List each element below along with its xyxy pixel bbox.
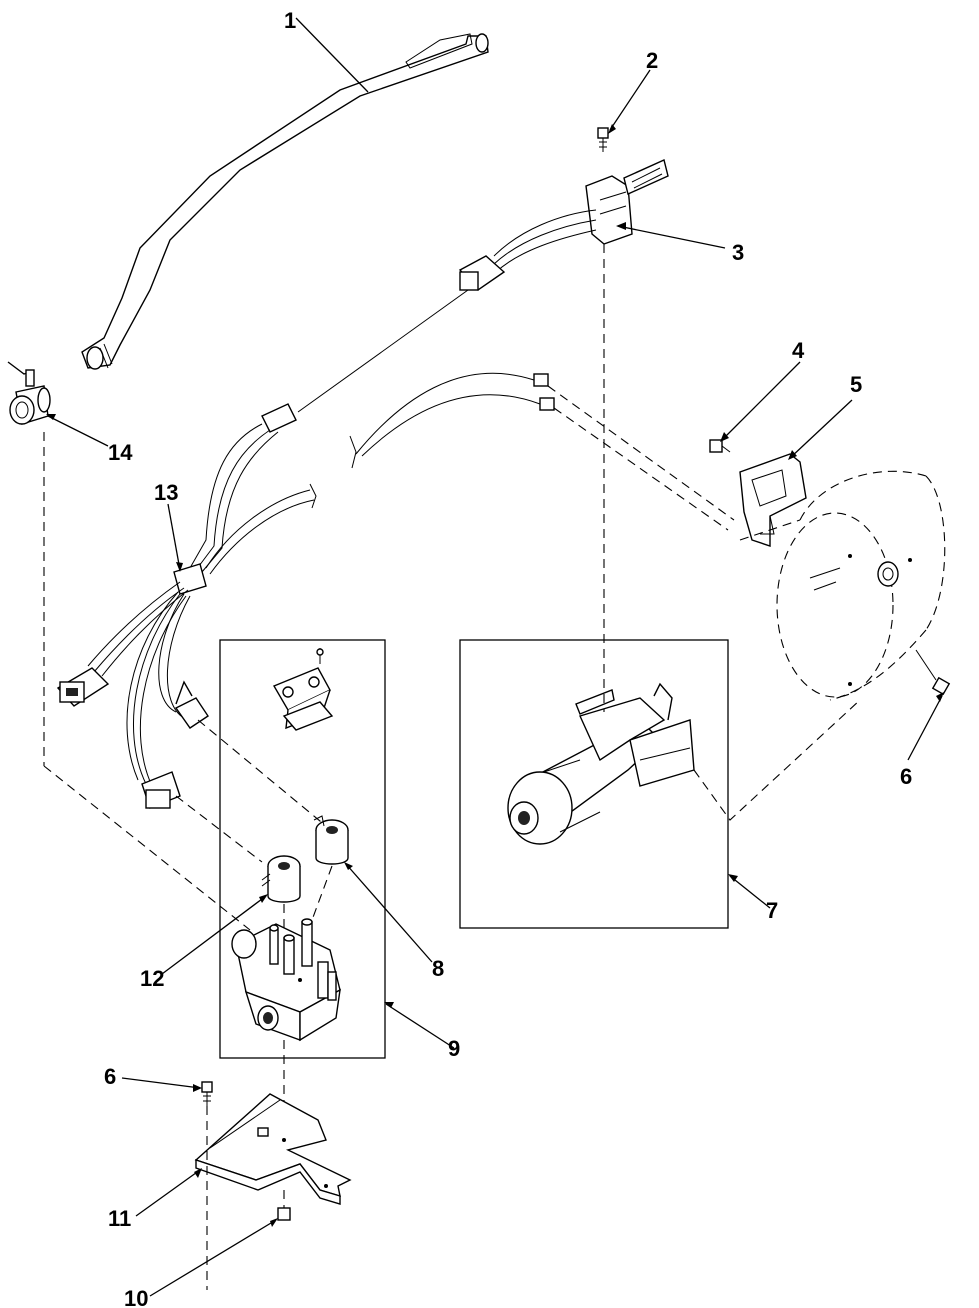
- callout-13: 13: [154, 480, 178, 505]
- igniter-part-3: [585, 159, 669, 245]
- callout-4: 4: [792, 338, 805, 363]
- screw-part-10: [277, 1190, 291, 1221]
- callout-3: 3: [732, 240, 744, 265]
- callout-12: 12: [140, 966, 164, 991]
- callout-8: 8: [432, 956, 444, 981]
- gas-pipe-part-1: [81, 33, 489, 370]
- callout-7: 7: [766, 898, 778, 923]
- callout-1: 1: [284, 8, 296, 33]
- mounting-bracket-part-11: [194, 1093, 352, 1205]
- screw-part-6-lower: [201, 1081, 213, 1106]
- burner-assembly-part-7: [459, 639, 729, 929]
- callout-2: 2: [646, 48, 658, 73]
- callout-9: 9: [448, 1036, 460, 1061]
- screw-part-6-right: [931, 676, 951, 696]
- igniter-connector: [458, 255, 506, 291]
- screw-part-2: [597, 127, 609, 152]
- bracket-part-5: [739, 453, 807, 547]
- callout-11: 11: [108, 1206, 131, 1231]
- callout-14: 14: [108, 440, 133, 465]
- burner-housing: [776, 470, 946, 701]
- gas-valve-assembly-part-9: [219, 639, 386, 1059]
- callout-5: 5: [850, 372, 862, 397]
- callout-10: 10: [124, 1286, 148, 1308]
- screw-part-4: [709, 439, 731, 453]
- wire-harness-part-13: [56, 403, 317, 809]
- callout-6-lower: 6: [104, 1064, 116, 1089]
- shutoff-valve-part-14: [7, 361, 51, 425]
- callout-6-right: 6: [900, 764, 912, 789]
